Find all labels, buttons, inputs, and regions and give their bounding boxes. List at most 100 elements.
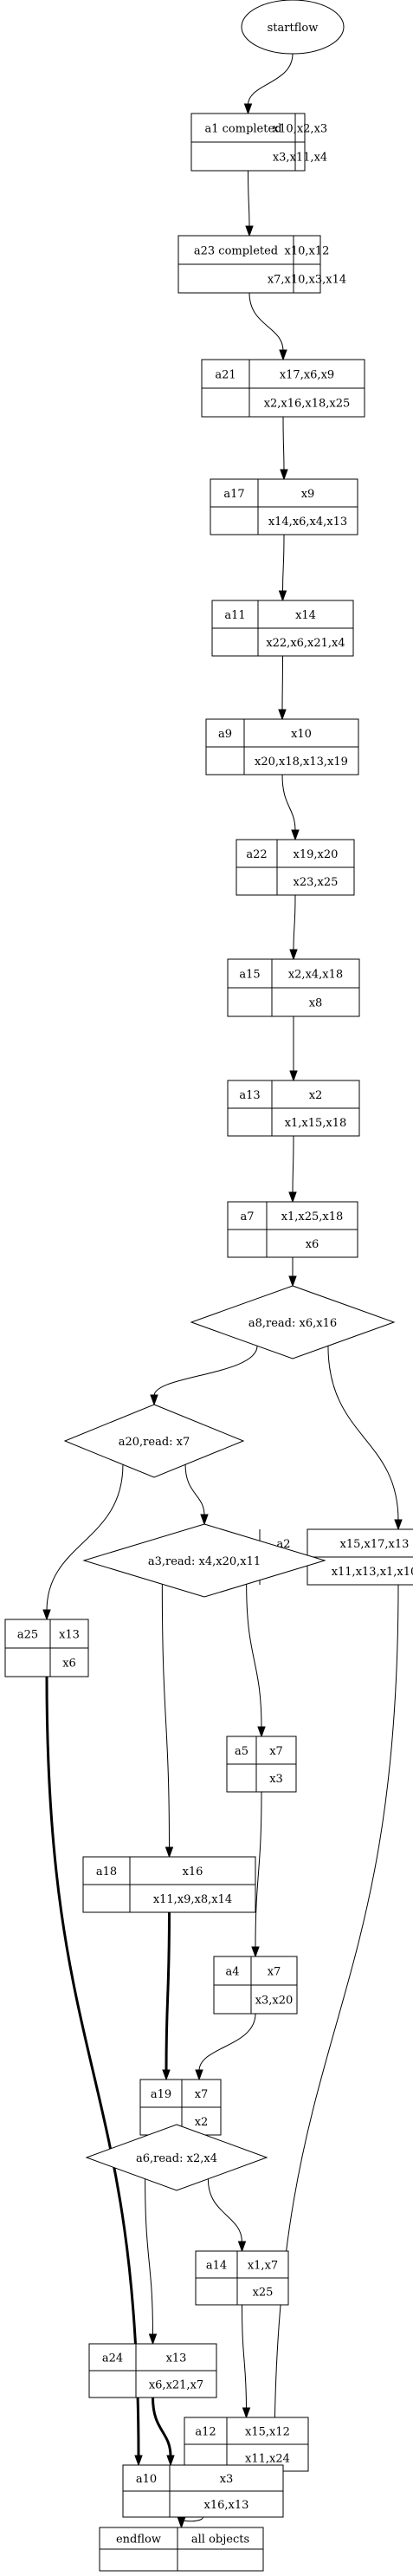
activity-writes: x3 xyxy=(269,1773,283,1786)
activity-a18: a18 x16 x11,x9,x8,x14 xyxy=(82,1856,256,1913)
activity-reads: x10,x2,x3 xyxy=(273,123,327,136)
activity-reads: x2,x4,x18 xyxy=(288,969,343,982)
activity-writes: x3,x11,x4 xyxy=(273,152,327,165)
arrowhead xyxy=(280,469,288,481)
decision-label: a8,read: x6,x16 xyxy=(248,1317,337,1330)
decision-a8: a8,read: x6,x16 xyxy=(190,1285,396,1359)
activity-reads: x13 xyxy=(166,2352,187,2365)
decision-label: a20,read: x7 xyxy=(119,1436,190,1449)
start-label: startflow xyxy=(268,22,319,35)
arrowhead xyxy=(162,2069,171,2081)
edge-a24-a10 xyxy=(152,2397,172,2457)
activity-writes: x6 xyxy=(306,1238,319,1251)
arrowhead xyxy=(257,1726,266,1738)
edge-a1-a23 xyxy=(248,170,250,228)
edge-a14-a12 xyxy=(242,2304,247,2410)
activity-reads: x19,x20 xyxy=(294,848,339,861)
activity-label: a11 xyxy=(224,609,245,622)
start-node: startflow xyxy=(241,0,345,55)
edge-a11-a9 xyxy=(281,655,283,711)
activity-writes: x11,x24 xyxy=(245,2453,290,2466)
activity-a5: a5 x7 x3 xyxy=(226,1736,297,1793)
edge-a8-a20 xyxy=(153,1346,258,1397)
arrowhead xyxy=(42,1609,51,1621)
activity-label: a15 xyxy=(239,969,260,982)
arrowhead xyxy=(251,1946,260,1958)
arrowhead xyxy=(200,1514,209,1526)
activity-label: a7 xyxy=(240,1210,254,1223)
activity-reads: x10,x12 xyxy=(285,245,330,258)
activity-writes: x20,x18,x13,x19 xyxy=(255,756,348,769)
edge-a21-a17 xyxy=(282,416,285,471)
arrowhead xyxy=(288,1275,297,1288)
end-node: endflow all objects xyxy=(99,2527,264,2572)
edge-a6-a24 xyxy=(145,2178,153,2336)
activity-label: a13 xyxy=(239,1089,260,1102)
activity-writes: x11,x9,x8,x14 xyxy=(153,1893,232,1906)
arrowhead xyxy=(148,2333,158,2346)
activity-writes: x25 xyxy=(253,2287,274,2300)
arrowhead xyxy=(242,2407,251,2419)
activity-reads: x15,x17,x13 xyxy=(340,1538,410,1551)
activity-writes: x11,x13,x1,x10 xyxy=(332,1566,413,1579)
edge-a3-a18 xyxy=(161,1584,170,1849)
activity-reads: x17,x6,x9 xyxy=(280,369,334,382)
activity-reads: x15,x12 xyxy=(245,2426,290,2439)
decision-a6: a6,read: x2,x4 xyxy=(85,2124,268,2191)
decision-a3: a3,read: x4,x20,x11 xyxy=(82,1523,326,1598)
edge-a8-a2 xyxy=(327,1346,399,1522)
activity-reads: x7 xyxy=(195,2088,209,2101)
activity-label: a17 xyxy=(223,488,244,501)
edge-a25-a10 xyxy=(45,1676,140,2457)
activity-writes: x1,x15,x18 xyxy=(285,1117,347,1130)
edge-a2-a10 xyxy=(274,1584,399,2457)
arrowhead xyxy=(166,2455,175,2467)
activity-label: a4 xyxy=(225,1966,239,1979)
activity-label: a1 completed xyxy=(204,123,281,136)
activity-label: a22 xyxy=(246,848,267,861)
activity-label: a5 xyxy=(235,1745,248,1758)
activity-reads: x7 xyxy=(269,1745,283,1758)
activity-writes: x2 xyxy=(195,2116,209,2129)
activity-reads: x16 xyxy=(183,1865,203,1878)
edge-a4-a19 xyxy=(198,2013,256,2072)
activity-writes: x2,x16,x18,x25 xyxy=(264,398,351,411)
activity-writes: x6,x21,x7 xyxy=(149,2379,203,2392)
activity-writes: x6 xyxy=(62,1658,76,1671)
activity-label: a18 xyxy=(96,1865,117,1878)
arrowhead xyxy=(278,709,287,721)
activity-reads: x2 xyxy=(309,1089,323,1102)
end-label: endflow xyxy=(116,2534,161,2547)
activity-reads: x1,x7 xyxy=(248,2260,278,2273)
activity-writes: x16,x13 xyxy=(204,2499,249,2512)
activity-a13: a13 x2 x1,x15,x18 xyxy=(227,1080,360,1137)
arrowhead xyxy=(243,103,253,115)
end-objects-label: all objects xyxy=(191,2534,249,2547)
activity-label: a10 xyxy=(136,2473,157,2486)
arrowhead xyxy=(394,1519,403,1531)
activity-reads: x10 xyxy=(291,728,312,741)
arrowhead xyxy=(278,590,287,602)
arrowhead xyxy=(291,829,300,841)
activity-reads: x13 xyxy=(59,1629,80,1642)
activity-label: a12 xyxy=(195,2426,216,2439)
arrowhead xyxy=(165,1846,174,1859)
arrowhead xyxy=(289,949,298,961)
activity-reads: x9 xyxy=(301,488,315,501)
activity-a12: a12 x15,x12 x11,x24 xyxy=(184,2417,309,2472)
activity-label: a23 completed xyxy=(194,245,278,258)
arrowhead xyxy=(288,1191,297,1204)
edge-a9-a22 xyxy=(281,774,296,832)
activity-label: a24 xyxy=(102,2352,123,2365)
